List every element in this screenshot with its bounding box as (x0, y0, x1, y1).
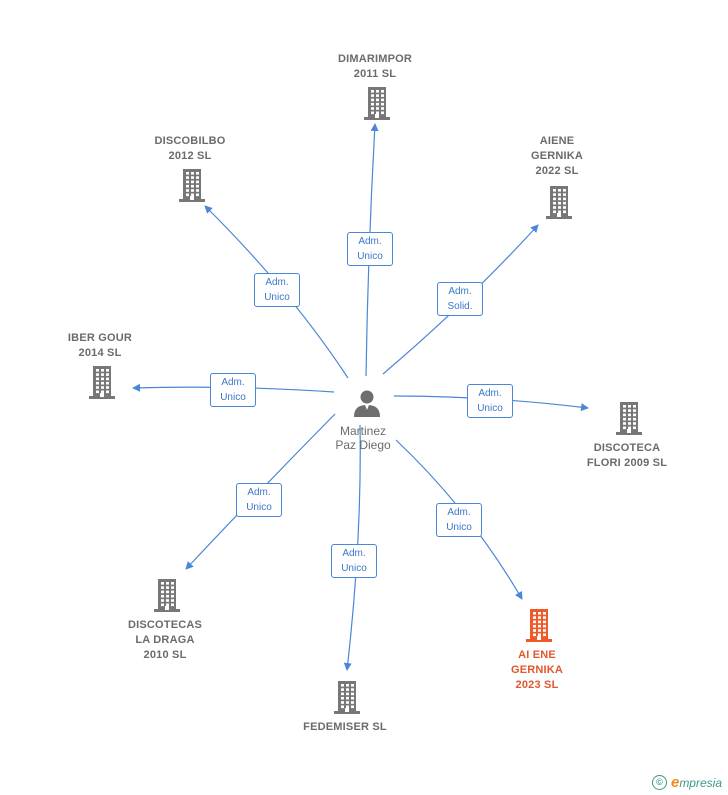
role-badge-dimarimpor[interactable]: Adm. Unico (347, 232, 393, 266)
company-label: FEDEMISER SL (303, 721, 387, 733)
company-node-aiene[interactable]: AIENE GERNIKA 2022 SL (487, 134, 627, 179)
company-label: IBER GOUR 2014 SL (67, 332, 133, 359)
person-icon (354, 390, 380, 417)
center-person-label: Martinez Paz Diego (335, 424, 391, 452)
company-label: DISCOTECAS LA DRAGA 2010 SL (127, 619, 203, 661)
footer-brand: © empresia (651, 774, 722, 791)
role-badge-ibergour[interactable]: Adm. Unico (210, 373, 256, 407)
company-label: AIENE GERNIKA 2022 SL (530, 135, 584, 177)
role-badge-ai-ene[interactable]: Adm. Unico (436, 503, 482, 537)
company-node-ibergour[interactable]: IBER GOUR 2014 SL (30, 331, 170, 361)
building-icon[interactable] (332, 680, 362, 719)
company-node-discotecas-la-draga[interactable]: DISCOTECAS LA DRAGA 2010 SL (95, 618, 235, 663)
role-badge-discotecas-la-draga[interactable]: Adm. Unico (236, 483, 282, 517)
center-person[interactable] (352, 388, 382, 418)
edge-fedemiser (343, 424, 361, 671)
role-badge-aiene[interactable]: Adm. Solid. (437, 282, 483, 316)
brand-logo[interactable]: empresia (670, 774, 722, 791)
company-node-dimarimpor[interactable]: DIMARIMPOR 2011 SL (305, 52, 445, 82)
building-icon[interactable] (152, 578, 182, 617)
building-icon[interactable] (87, 365, 117, 404)
company-label: AI ENE GERNIKA 2023 SL (510, 649, 564, 691)
company-label: DISCOTECA FLORI 2009 SL (586, 442, 668, 469)
building-icon[interactable] (362, 86, 392, 125)
company-node-discobilbo[interactable]: DISCOBILBO 2012 SL (120, 134, 260, 164)
role-badge-fedemiser[interactable]: Adm. Unico (331, 544, 377, 578)
company-node-discoteca-flori[interactable]: DISCOTECA FLORI 2009 SL (557, 441, 697, 471)
company-node-fedemiser[interactable]: FEDEMISER SL (275, 720, 415, 735)
building-icon[interactable] (524, 608, 554, 647)
role-badge-discobilbo[interactable]: Adm. Unico (254, 273, 300, 307)
company-node-ai-ene[interactable]: AI ENE GERNIKA 2023 SL (467, 648, 607, 693)
building-icon[interactable] (177, 168, 207, 207)
building-icon[interactable] (544, 185, 574, 224)
copyright-icon: © (651, 775, 667, 790)
role-badge-discoteca-flori[interactable]: Adm. Unico (467, 384, 513, 418)
building-icon[interactable] (614, 401, 644, 440)
company-label: DIMARIMPOR 2011 SL (337, 53, 413, 80)
company-label: DISCOBILBO 2012 SL (154, 135, 226, 162)
